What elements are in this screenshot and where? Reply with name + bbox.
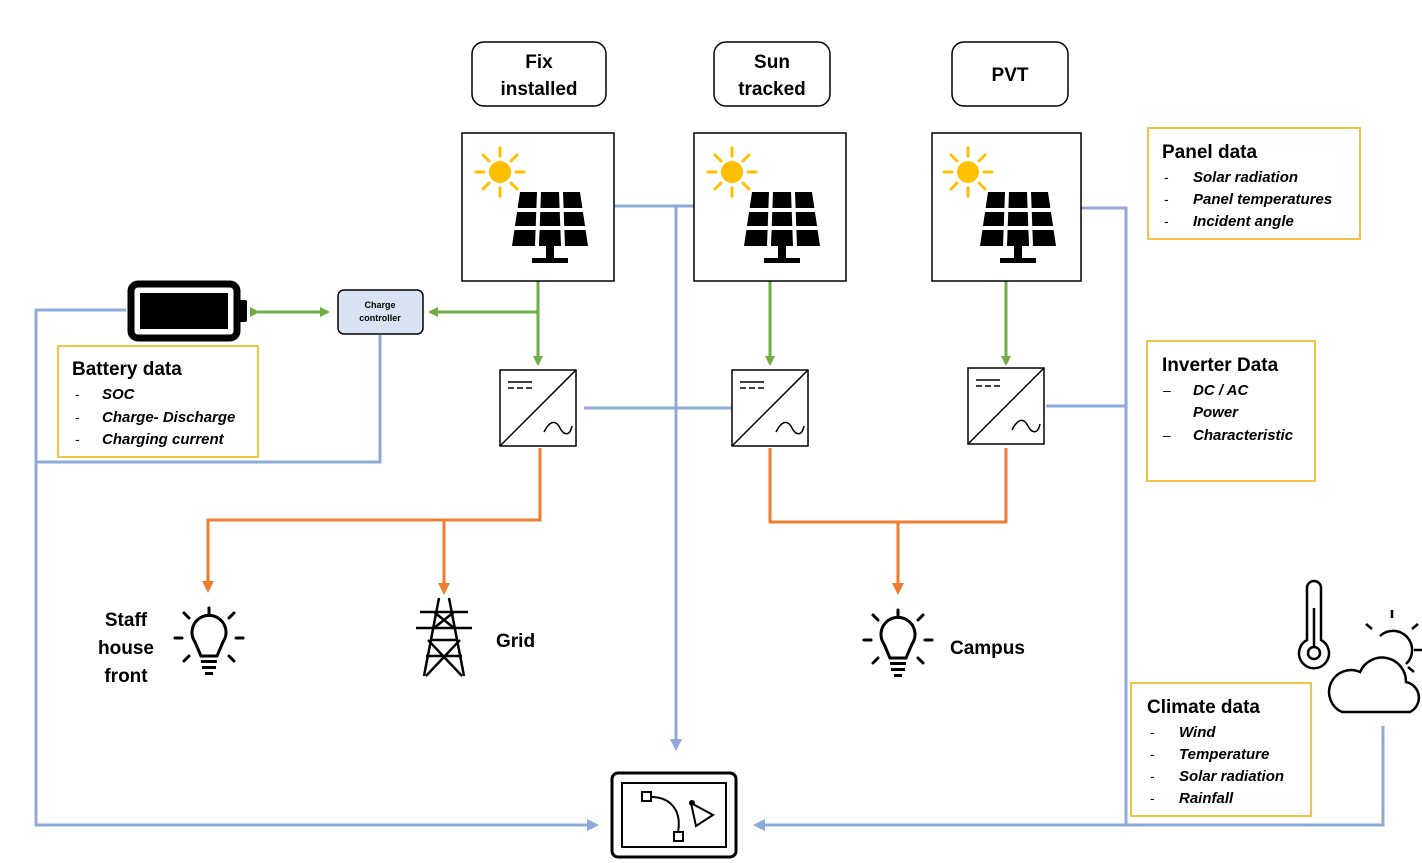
inverter-icon: [499, 369, 577, 447]
inverter-icon: [731, 369, 809, 447]
svg-text:Panel data: Panel data: [1162, 142, 1257, 163]
svg-text:Fix: Fix: [525, 52, 553, 73]
battery-data-box: Battery data - SOC - Charge- Discharge -…: [57, 345, 259, 458]
svg-text:Battery data: Battery data: [72, 359, 182, 380]
data-lines: [34, 204, 1385, 831]
svg-text:–: –: [1163, 427, 1171, 443]
svg-text:Incident angle: Incident angle: [1193, 213, 1294, 230]
label-pvt: PVT: [951, 41, 1069, 107]
svg-text:tracked: tracked: [738, 79, 806, 100]
svg-text:DC / AC: DC / AC: [1193, 382, 1249, 399]
svg-text:-: -: [1150, 768, 1155, 784]
sun-icon: [942, 146, 994, 198]
svg-text:Characteristic: Characteristic: [1193, 427, 1294, 444]
svg-text:PVT: PVT: [992, 65, 1029, 86]
svg-text:-: -: [75, 431, 80, 447]
svg-text:-: -: [1164, 169, 1169, 185]
thermometer-icon: [1297, 579, 1331, 670]
battery-icon: [127, 280, 247, 342]
svg-text:Charge- Discharge: Charge- Discharge: [102, 409, 235, 426]
label-fix-installed: Fix installed: [471, 41, 607, 107]
inverter-icon: [967, 367, 1045, 445]
svg-text:Solar radiation: Solar radiation: [1193, 169, 1298, 186]
svg-text:Inverter Data: Inverter Data: [1162, 355, 1279, 376]
svg-text:Rainfall: Rainfall: [1179, 790, 1234, 807]
cloud-sun-icon: [1327, 610, 1422, 714]
campus-label: Campus: [950, 638, 1025, 659]
svg-text:Solar radiation: Solar radiation: [1179, 768, 1284, 785]
label-sun-tracked: Sun tracked: [713, 41, 831, 107]
grid-label: Grid: [496, 631, 535, 652]
svg-text:house: house: [98, 638, 154, 659]
svg-text:front: front: [104, 666, 148, 687]
svg-text:installed: installed: [500, 79, 577, 100]
bulb-icon: [173, 606, 245, 677]
bulb-icon: [862, 608, 934, 679]
svg-text:-: -: [1150, 724, 1155, 740]
monitor-icon: [610, 771, 738, 859]
dc-lines: [250, 281, 1011, 366]
svg-text:Panel temperatures: Panel temperatures: [1193, 191, 1332, 208]
inverter-data-box: Inverter Data – DC / AC Power – Characte…: [1146, 340, 1316, 482]
svg-text:-: -: [1150, 746, 1155, 762]
svg-text:-: -: [1150, 790, 1155, 806]
svg-text:Sun: Sun: [754, 52, 790, 73]
sun-icon: [706, 146, 758, 198]
svg-text:-: -: [1164, 191, 1169, 207]
charge-controller: Charge controller: [337, 289, 424, 335]
svg-text:-: -: [75, 409, 80, 425]
svg-text:Charging current: Charging current: [102, 431, 225, 448]
svg-text:Temperature: Temperature: [1179, 746, 1269, 763]
panel-data-box: Panel data - Solar radiation - Panel tem…: [1147, 127, 1361, 240]
climate-data-box: Climate data - Wind - Temperature - Sola…: [1130, 682, 1312, 817]
svg-text:Power: Power: [1193, 404, 1239, 421]
svg-text:Wind: Wind: [1179, 724, 1216, 741]
svg-text:Charge: Charge: [364, 300, 395, 310]
staff-house-label: Staff house front: [98, 610, 154, 687]
svg-text:controller: controller: [359, 313, 401, 323]
svg-text:-: -: [75, 386, 80, 402]
solar-panel-pvt: [931, 132, 1082, 282]
svg-text:-: -: [1164, 213, 1169, 229]
solar-panel-fix: [461, 132, 615, 282]
pylon-icon: [416, 597, 472, 677]
sun-icon: [474, 146, 526, 198]
solar-panel-sun-tracked: [693, 132, 847, 282]
svg-text:Staff: Staff: [105, 610, 148, 631]
svg-text:SOC: SOC: [102, 386, 136, 403]
svg-text:Climate data: Climate data: [1147, 697, 1260, 718]
svg-text:–: –: [1163, 382, 1171, 398]
ac-lines: [202, 448, 1008, 595]
